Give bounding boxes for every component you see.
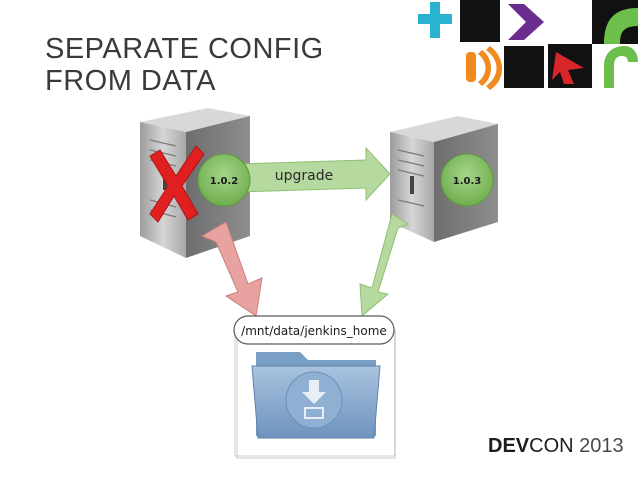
data-path-bubble xyxy=(233,315,395,345)
decorative-tiles xyxy=(418,0,638,90)
black-tile-2 xyxy=(504,46,544,88)
logo-dev: DEV xyxy=(488,435,530,457)
orange-signal-tile xyxy=(460,44,504,90)
old-version-label: 1.0.2 xyxy=(210,176,239,187)
old-version-badge xyxy=(197,153,251,207)
logo-con: CON xyxy=(529,435,574,457)
green-hook-tile xyxy=(594,44,638,88)
new-data-arrow xyxy=(359,213,410,318)
black-tile-1 xyxy=(460,0,500,42)
upgrade-label: upgrade xyxy=(275,168,333,184)
red-x-icon xyxy=(149,145,205,223)
cyan-plus-tile xyxy=(418,0,454,42)
new-version-label: 1.0.3 xyxy=(453,176,482,187)
slide-title: SEPARATE CONFIG FROM DATA xyxy=(45,33,324,97)
folder-download-icon xyxy=(251,352,381,439)
green-corner-tile xyxy=(592,0,638,44)
title-line-1: SEPARATE CONFIG xyxy=(45,33,324,65)
purple-chevron-tile xyxy=(504,0,548,42)
data-path-label: /mnt/data/jenkins_home xyxy=(241,324,387,338)
upgrade-arrow xyxy=(237,146,391,202)
new-version-badge xyxy=(440,153,494,207)
devcon-logo: DEVCON 2013 xyxy=(488,435,624,458)
title-line-2: FROM DATA xyxy=(45,65,216,97)
logo-year: 2013 xyxy=(579,435,624,457)
red-arrow-tile xyxy=(548,44,592,88)
